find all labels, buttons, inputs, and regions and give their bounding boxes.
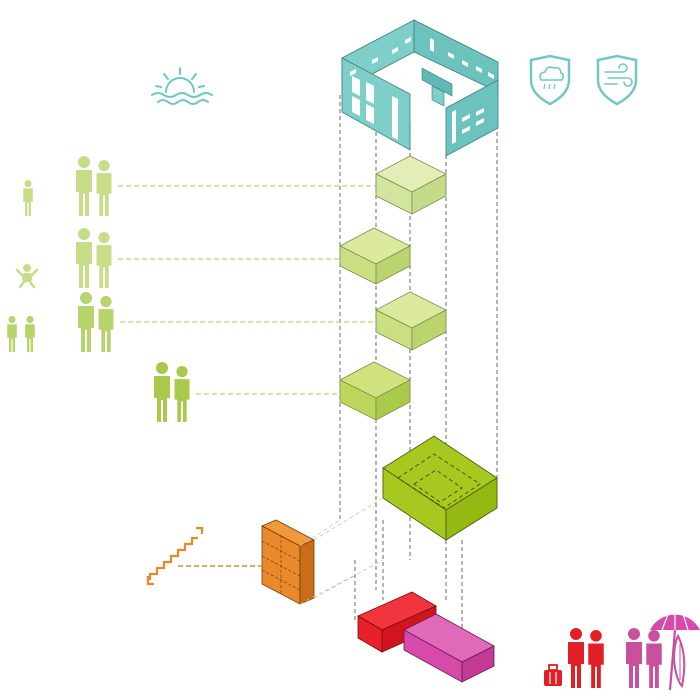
floor-box-2 (339, 227, 411, 285)
sunrise-over-water-icon (151, 67, 213, 105)
ground-floor-base (382, 435, 498, 541)
adult-icon (78, 292, 94, 352)
adult-icon (96, 232, 112, 288)
tower-shell (341, 19, 499, 157)
people-icons (7, 156, 662, 688)
beachgoer-icon (626, 628, 642, 688)
wind-shield-icon (596, 54, 638, 106)
rain-cloud-shield-icon (529, 54, 571, 106)
adult-icon (96, 160, 112, 216)
floor-box-1 (375, 155, 447, 215)
floor-guide-lines (118, 185, 376, 395)
stair-core-block (261, 519, 315, 605)
adult-icon (76, 156, 92, 216)
adult-icon (76, 228, 92, 288)
tower-front-wall-right (445, 79, 499, 157)
beach-umbrella-icon (650, 602, 700, 691)
adult-icon (154, 362, 170, 422)
traveller-icon (588, 630, 604, 688)
staircase-icon (146, 526, 204, 586)
beachgoer-icon (646, 630, 662, 688)
baby-icon (15, 264, 39, 289)
adult-icon (98, 296, 114, 352)
floor-box-4 (339, 361, 411, 421)
child-icon (23, 180, 33, 216)
magenta-amenity-block (403, 613, 495, 683)
child-icon (7, 316, 17, 352)
floor-box-3 (375, 291, 447, 351)
stair-guide-lines (299, 497, 384, 605)
adult-icon (174, 366, 190, 422)
child-icon (25, 316, 35, 352)
traveller-icon (568, 628, 584, 688)
surfboard-icon (672, 633, 686, 689)
suitcase-icon (544, 664, 562, 686)
